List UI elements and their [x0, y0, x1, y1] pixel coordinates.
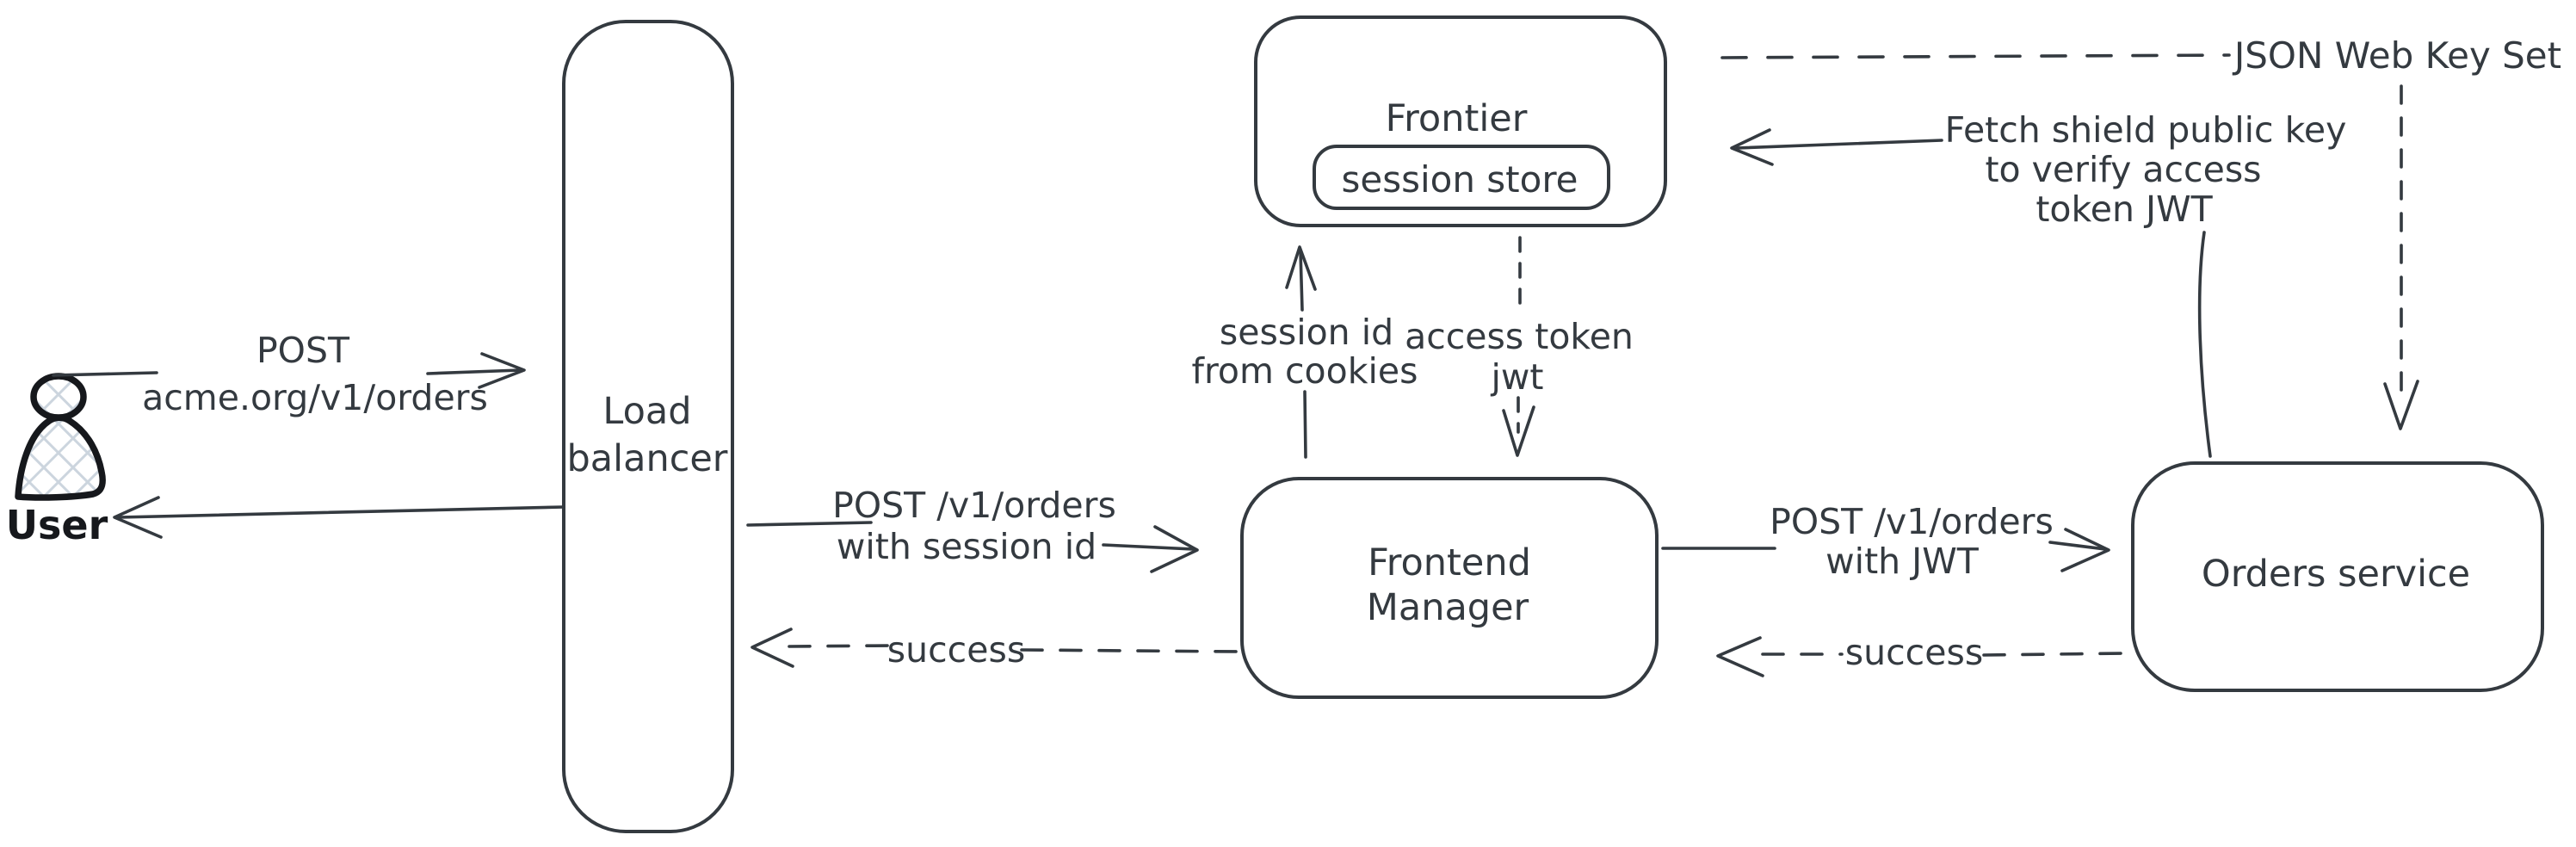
- edge-label: success: [1845, 632, 1983, 673]
- edge-label: Fetch shield public key: [1945, 109, 2347, 151]
- edge-line: [117, 505, 565, 519]
- load-balancer-label: Load: [602, 390, 691, 433]
- node-load-balancer: Load balancer: [562, 20, 734, 833]
- edge-user-to-load-balancer: POST acme.org/v1/orders: [52, 330, 526, 418]
- edge-label: from cookies: [1192, 350, 1418, 392]
- load-balancer-box: [562, 20, 734, 833]
- edge-label: acme.org/v1/orders: [142, 377, 488, 418]
- edge-label: POST /v1/orders: [832, 485, 1116, 526]
- edge-frontend-manager-to-orders-service: POST /v1/orders with JWT: [1661, 501, 2110, 582]
- session-store-label: session store: [1341, 158, 1578, 201]
- frontend-manager-box: [1240, 477, 1659, 699]
- user-head-icon: [30, 373, 87, 421]
- arrow-right-icon: [2060, 528, 2110, 572]
- edge-line: [426, 368, 522, 375]
- edge-label: access token: [1405, 316, 1634, 357]
- user-body-icon: [15, 414, 106, 501]
- jwks-label: JSON Web Key Set: [2232, 34, 2561, 77]
- session-store-box: [1313, 145, 1610, 210]
- node-user: User: [6, 373, 108, 548]
- edge-label: POST /v1/orders: [1770, 501, 2054, 542]
- edge-line: [1102, 543, 1195, 551]
- arrow-left-icon: [1716, 636, 1764, 677]
- edge-label: jwt: [1491, 356, 1544, 398]
- edge-orders-service-to-frontend-manager: success: [1716, 632, 2124, 677]
- arrow-left-icon: [113, 496, 163, 539]
- edge-line-dashed: [1982, 652, 2124, 657]
- edge-frontier-to-frontend-manager: access token jwt: [1405, 236, 1634, 457]
- edge-curve: [2197, 231, 2212, 458]
- edge-label: POST: [256, 330, 350, 371]
- edge-line-dashed: [1720, 53, 2231, 59]
- arrow-down-icon: [2383, 380, 2419, 430]
- edge-orders-service-to-frontier: Fetch shield public key to verify access…: [1730, 109, 2347, 458]
- edge-line: [1735, 139, 1943, 150]
- frontend-manager-label: Frontend: [1368, 541, 1531, 584]
- edge-line: [2048, 541, 2107, 551]
- edge-line: [1299, 250, 1304, 312]
- edge-label: success: [887, 629, 1025, 671]
- load-balancer-label: balancer: [567, 437, 728, 480]
- edge-label: with JWT: [1825, 541, 1980, 582]
- node-frontier: Frontier session store: [1254, 15, 1667, 227]
- arrow-down-icon: [1502, 405, 1535, 457]
- edge-frontend-manager-to-frontier: session id from cookies: [1192, 245, 1418, 459]
- edge-frontend-manager-to-load-balancer: success: [751, 628, 1241, 671]
- frontend-manager-label: Manager: [1367, 586, 1529, 629]
- edge-label: token JWT: [2035, 189, 2213, 230]
- user-label: User: [6, 502, 108, 548]
- arrow-left-icon: [751, 628, 794, 668]
- arrow-right-icon: [1150, 525, 1199, 573]
- arrow-up-icon: [1285, 245, 1317, 291]
- arrow-right-icon: [478, 352, 526, 389]
- frontier-label: Frontier: [1386, 97, 1528, 140]
- orders-service-box: [2131, 461, 2544, 692]
- edge-load-balancer-to-frontend-manager: POST /v1/orders with session id: [746, 485, 1199, 573]
- edge-jwks: JSON Web Key Set: [1720, 34, 2561, 430]
- edge-label: to verify access: [1985, 149, 2261, 190]
- arrow-left-icon: [1730, 128, 1774, 166]
- node-frontend-manager: Frontend Manager: [1240, 477, 1659, 699]
- orders-service-label: Orders service: [2202, 553, 2470, 596]
- edge-line-dashed: [1020, 648, 1241, 653]
- edge-load-balancer-to-user: [113, 496, 565, 539]
- node-orders-service: Orders service: [2131, 461, 2544, 692]
- edge-line: [52, 371, 158, 377]
- edge-line: [746, 521, 873, 527]
- edge-label: session id: [1220, 312, 1393, 353]
- edge-label: with session id: [837, 526, 1096, 567]
- edge-line: [1303, 390, 1307, 459]
